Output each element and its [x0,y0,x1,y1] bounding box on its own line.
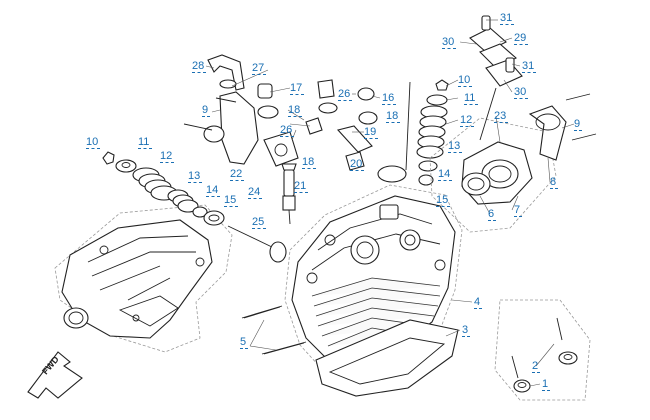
callout-10: 10 [458,74,471,86]
callout-10: 10 [86,136,99,148]
leader-lines [205,19,575,387]
callout-21: 21 [294,180,307,192]
fwd-arrow [27,351,83,399]
studs [241,299,591,401]
callout-31: 31 [522,60,535,72]
callout-25: 25 [252,216,265,228]
callout-18: 18 [288,104,301,116]
callout-14: 14 [206,184,219,196]
callout-11: 11 [138,136,150,148]
callout-8: 8 [550,176,557,188]
exhaust-valve-spring-set [102,151,287,263]
callout-13: 13 [188,170,201,182]
cylinder-head-cover [54,204,233,353]
callout-24: 24 [248,186,261,198]
callout-12: 12 [460,114,473,126]
callout-5: 5 [240,336,247,348]
callout-6: 6 [488,208,495,220]
callout-20: 20 [350,158,363,170]
callout-22: 22 [230,168,243,180]
callout-3: 3 [462,324,469,336]
callout-31: 31 [500,12,513,24]
callout-16: 16 [382,92,395,104]
spark-plug [281,163,297,225]
callout-28: 28 [192,60,205,72]
callout-4: 4 [474,296,481,308]
intake-manifold [429,93,597,233]
bracket-assembly [469,15,523,141]
callout-18: 18 [302,156,315,168]
head-gasket [315,319,459,397]
callout-29: 29 [514,32,527,44]
intake-valve-spring-set [377,79,449,186]
callout-23: 23 [494,110,507,122]
callout-27: 27 [252,62,265,74]
callout-13: 13 [448,140,461,152]
callout-11: 11 [464,92,476,104]
callout-19: 19 [364,126,377,138]
callout-9: 9 [202,104,209,116]
callout-30: 30 [514,86,527,98]
callout-30: 30 [442,36,455,48]
callout-2: 2 [532,360,539,372]
callout-26: 26 [280,124,293,136]
callout-12: 12 [160,150,173,162]
callout-17: 17 [290,82,303,94]
water-outlet-assembly [183,54,378,171]
callout-26: 26 [338,88,351,100]
callout-15: 15 [436,194,449,206]
callout-7: 7 [514,204,521,216]
callout-15: 15 [224,194,237,206]
callout-9: 9 [574,118,581,130]
callout-14: 14 [438,168,451,180]
callout-18: 18 [386,110,399,122]
callout-1: 1 [542,378,549,390]
